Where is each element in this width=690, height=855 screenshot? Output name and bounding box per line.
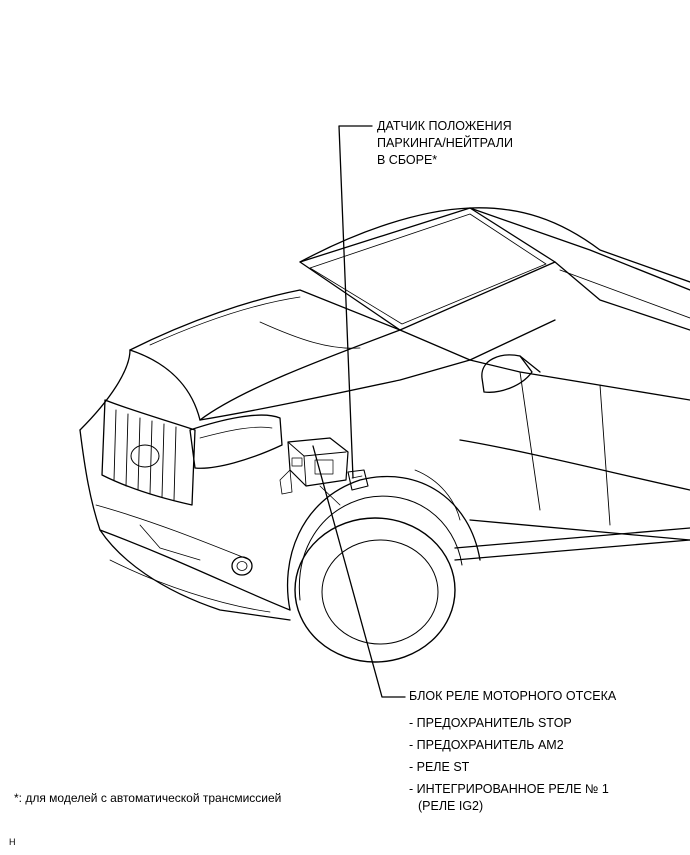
engine-relay-block	[279, 437, 349, 506]
footnote: *: для моделей с автоматической трансмис…	[14, 791, 282, 805]
relay-item-am2-fuse: - ПРЕДОХРАНИТЕЛЬ AM2	[409, 738, 564, 752]
leader-lines	[312, 125, 406, 698]
corner-mark: H	[9, 837, 16, 847]
sensor-label-line3: В СБОРЕ*	[377, 153, 438, 167]
relay-item-stop-fuse: - ПРЕДОХРАНИТЕЛЬ STOP	[409, 716, 572, 730]
front-wheel	[286, 469, 481, 663]
relay-block-callout: БЛОК РЕЛЕ МОТОРНОГО ОТСЕКА - ПРЕДОХРАНИТ…	[409, 688, 616, 815]
relay-item-integrated-relay-sub: (РЕЛЕ IG2)	[418, 799, 484, 813]
sensor-label-line2: ПАРКИНГА/НЕЙТРАЛИ	[377, 136, 513, 150]
sensor-label-line1: ДАТЧИК ПОЛОЖЕНИЯ	[377, 119, 512, 133]
sensor-callout-label: ДАТЧИК ПОЛОЖЕНИЯ ПАРКИНГА/НЕЙТРАЛИ В СБО…	[377, 118, 513, 169]
relay-item-st-relay: - РЕЛЕ ST	[409, 760, 470, 774]
relay-item-integrated-relay: - ИНТЕГРИРОВАННОЕ РЕЛЕ № 1	[409, 782, 609, 796]
relay-block-title: БЛОК РЕЛЕ МОТОРНОГО ОТСЕКА	[409, 689, 617, 703]
vehicle-outline	[79, 207, 690, 621]
park-neutral-sensor	[347, 469, 369, 491]
